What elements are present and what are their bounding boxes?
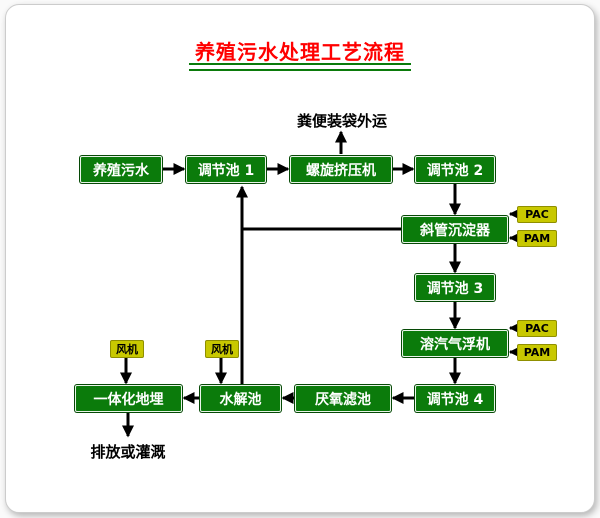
- node-buried-unit: 一体化地埋: [75, 385, 182, 412]
- chem-pam-1: PAM: [517, 230, 557, 247]
- node-source: 养殖污水: [80, 156, 162, 183]
- node-tank4: 调节池 4: [415, 385, 495, 412]
- canvas-card: [5, 4, 595, 513]
- label-manure-out: 粪便装袋外运: [296, 112, 387, 130]
- label-outlet: 排放或灌溉: [90, 443, 166, 461]
- node-tank3: 调节池 3: [415, 274, 495, 301]
- page-title: 养殖污水处理工艺流程: [195, 40, 405, 64]
- chem-pac-1: PAC: [517, 206, 557, 223]
- node-hydrolysis: 水解池: [200, 385, 281, 412]
- node-settler: 斜管沉淀器: [402, 216, 508, 243]
- node-tank2: 调节池 2: [415, 156, 495, 183]
- node-screw-press: 螺旋挤压机: [290, 156, 392, 183]
- title-underline: [189, 63, 411, 71]
- chem-pac-2: PAC: [517, 320, 557, 337]
- node-daf: 溶汽气浮机: [402, 330, 508, 357]
- fan-1: 风机: [110, 340, 144, 358]
- chem-pam-2: PAM: [517, 344, 557, 361]
- node-anaerobic-filter: 厌氧滤池: [295, 385, 391, 412]
- node-tank1: 调节池 1: [186, 156, 266, 183]
- fan-2: 风机: [205, 340, 239, 358]
